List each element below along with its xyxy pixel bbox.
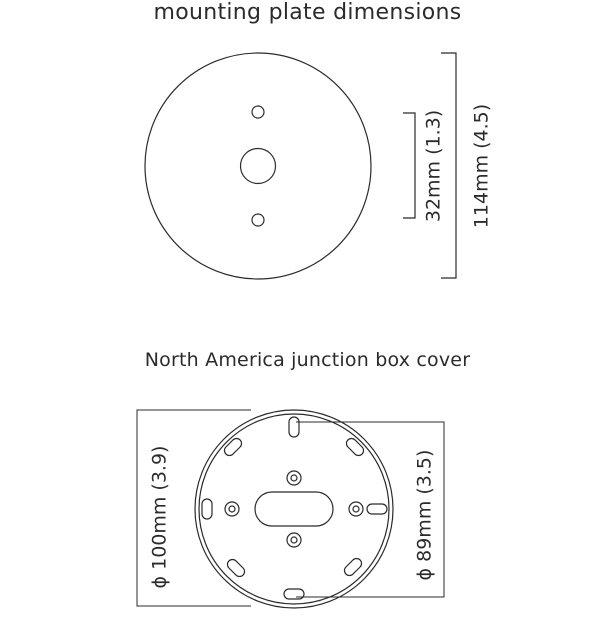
screw-hole-inner <box>290 536 298 544</box>
plate-diameter-bracket <box>441 52 457 279</box>
junction-box-title: North America junction box cover <box>144 349 471 371</box>
cover-inner-ring <box>198 413 390 605</box>
plate-center-hole <box>239 147 277 185</box>
screw-hole <box>224 501 240 517</box>
edge-slot-top <box>288 416 300 438</box>
cover-center-slot <box>254 491 334 527</box>
screw-hole-inner <box>352 505 360 513</box>
outer-diameter-label: ϕ 100mm (3.9) <box>149 446 171 589</box>
hole-spacing-bracket <box>403 112 416 219</box>
edge-slot-bottom-left <box>226 558 246 578</box>
cover-screw-holes <box>224 470 364 548</box>
edge-slot-bottom <box>283 588 305 600</box>
plate-outline <box>144 52 372 280</box>
plate-diameter-label: 114mm (4.5) <box>471 104 493 228</box>
edge-slot-top-left <box>223 437 243 457</box>
cover-outer-ring <box>194 409 394 609</box>
edge-slot-left <box>201 498 213 520</box>
screw-hole <box>286 532 302 548</box>
mounting-plate <box>144 52 372 280</box>
inner-diameter-label: ϕ 89mm (3.5) <box>414 450 436 581</box>
screw-hole <box>286 470 302 486</box>
junction-box-cover <box>194 409 394 609</box>
edge-slot-top-right <box>345 437 365 457</box>
screw-hole <box>348 501 364 517</box>
edge-slot-bottom-right <box>343 557 363 577</box>
plate-top-screw-hole <box>251 105 265 119</box>
edge-slot-right <box>366 503 388 515</box>
screw-hole-inner <box>290 474 298 482</box>
outer-diameter-bracket <box>136 409 251 607</box>
inner-diameter-bracket <box>296 421 445 598</box>
mounting-plate-title: mounting plate dimensions <box>153 0 462 25</box>
plate-bottom-screw-hole <box>251 213 265 227</box>
screw-hole-inner <box>228 505 236 513</box>
hole-spacing-label: 32mm (1.3) <box>423 110 445 222</box>
